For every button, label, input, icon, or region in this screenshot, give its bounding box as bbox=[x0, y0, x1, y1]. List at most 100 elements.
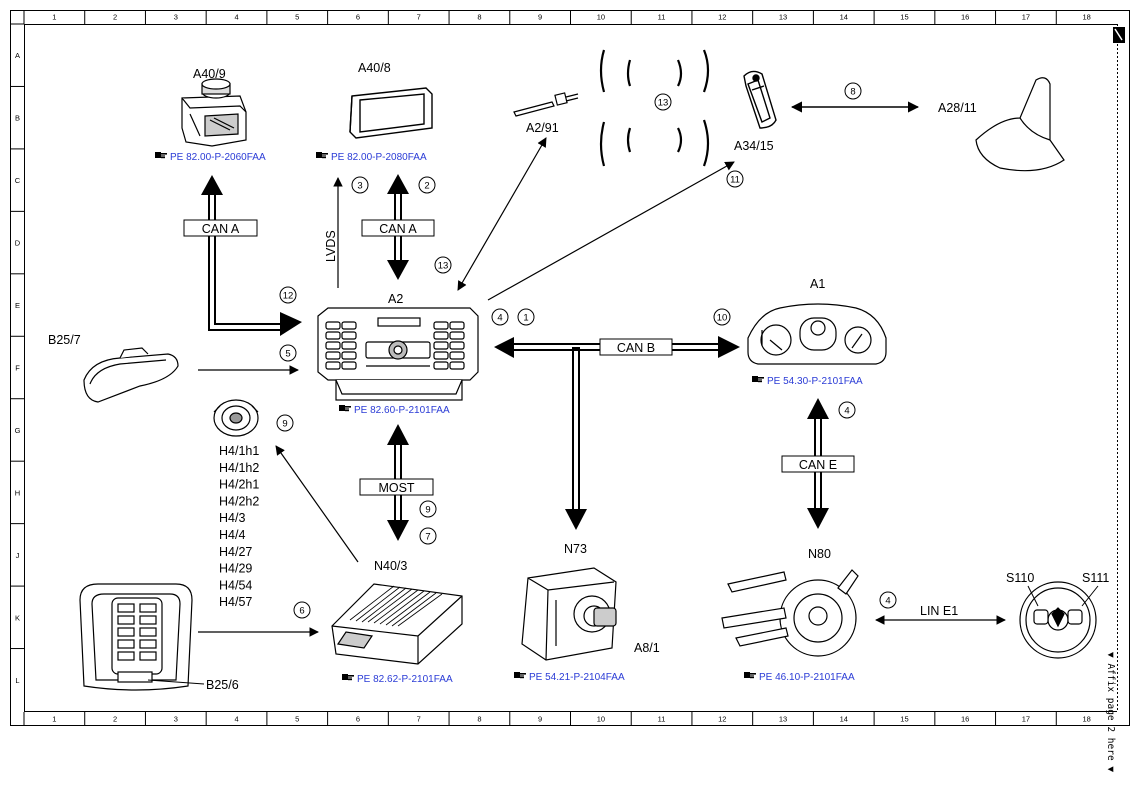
speaker-list-item: H4/57 bbox=[219, 595, 252, 609]
bus-label-can-e: CAN E bbox=[781, 455, 855, 473]
component-n40-3: N40/3 bbox=[374, 559, 407, 573]
speaker-list-item: H4/1h2 bbox=[219, 461, 259, 475]
column-number: 2 bbox=[113, 715, 117, 724]
column-number: 12 bbox=[718, 715, 726, 724]
circle-11: 11 bbox=[726, 170, 744, 188]
circle-12: 12 bbox=[279, 286, 297, 304]
column-number: 17 bbox=[1022, 715, 1030, 724]
pointing-hand-icon bbox=[155, 152, 167, 159]
svg-text:PE 82.60-P-2101FAA: PE 82.60-P-2101FAA bbox=[354, 405, 450, 416]
bus-label-can-b: CAN B bbox=[599, 338, 673, 356]
speaker-list-item: H4/54 bbox=[219, 578, 252, 592]
bus-label-most: MOST bbox=[359, 478, 434, 496]
circle-5: 5 bbox=[279, 344, 297, 362]
svg-text:4: 4 bbox=[885, 596, 890, 607]
reference-n80[interactable]: PE 46.10-P-2101FAA bbox=[744, 672, 855, 683]
speaker-list: H4/1h1H4/1h2H4/2h1H4/2h2H4/3H4/4H4/27H4/… bbox=[219, 444, 259, 609]
n80-steering-column-drawing bbox=[721, 569, 859, 657]
row-letter: E bbox=[15, 301, 20, 310]
circle-4: 4 bbox=[879, 591, 897, 609]
reference-a40-9[interactable]: PE 82.00-P-2060FAA bbox=[155, 152, 266, 163]
svg-text:11: 11 bbox=[730, 175, 740, 186]
component-a28-11: A28/11 bbox=[938, 101, 977, 115]
circle-7: 7 bbox=[419, 527, 437, 545]
svg-text:9: 9 bbox=[282, 419, 287, 430]
a40-9-controller-drawing bbox=[181, 78, 247, 147]
bus-label-lin-e1: LIN E1 bbox=[920, 604, 958, 618]
a34-15-module-drawing bbox=[743, 70, 777, 129]
circle-2: 2 bbox=[418, 176, 436, 194]
steering-wheel-drawing bbox=[1019, 581, 1097, 659]
circle-8: 8 bbox=[844, 82, 862, 100]
component-a8-1: A8/1 bbox=[634, 641, 660, 655]
reference-a40-8[interactable]: PE 82.00-P-2080FAA bbox=[316, 152, 427, 163]
svg-text:PE 54.21-P-2104FAA: PE 54.21-P-2104FAA bbox=[529, 672, 625, 683]
n73-ignition-switch-drawing bbox=[521, 567, 617, 661]
component-b25-7: B25/7 bbox=[48, 333, 81, 347]
column-number: 9 bbox=[538, 13, 542, 22]
b25-7-mirror-drawing bbox=[83, 347, 179, 403]
column-number: 17 bbox=[1022, 13, 1030, 22]
column-number: 7 bbox=[417, 13, 421, 22]
row-letter: L bbox=[15, 676, 19, 685]
svg-text:2: 2 bbox=[424, 181, 429, 192]
column-number: 11 bbox=[658, 715, 666, 724]
reference-n73[interactable]: PE 54.21-P-2104FAA bbox=[514, 672, 625, 683]
speaker-list-item: H4/27 bbox=[219, 545, 252, 559]
svg-text:5: 5 bbox=[285, 349, 290, 360]
svg-text:PE 82.00-P-2080FAA: PE 82.00-P-2080FAA bbox=[331, 152, 427, 163]
circle-1: 1 bbox=[517, 308, 535, 326]
circle-10: 10 bbox=[713, 308, 731, 326]
column-number: 12 bbox=[718, 13, 726, 22]
svg-text:PE 82.62-P-2101FAA: PE 82.62-P-2101FAA bbox=[357, 674, 453, 685]
component-a2-91: A2/91 bbox=[526, 121, 559, 135]
pointing-hand-icon bbox=[744, 672, 756, 679]
speaker-list-item: H4/2h1 bbox=[219, 478, 259, 492]
svg-text:CAN A: CAN A bbox=[379, 222, 417, 236]
a40-8-display-drawing bbox=[349, 87, 433, 139]
column-number: 2 bbox=[113, 13, 117, 22]
column-number: 15 bbox=[900, 715, 908, 724]
column-number: 4 bbox=[234, 13, 238, 22]
svg-text:PE 82.00-P-2060FAA: PE 82.00-P-2060FAA bbox=[170, 152, 266, 163]
circle-9: 9 bbox=[419, 500, 437, 518]
column-number: 18 bbox=[1082, 715, 1090, 724]
component-s111: S111 bbox=[1082, 571, 1109, 585]
reference-a2[interactable]: PE 82.60-P-2101FAA bbox=[339, 405, 450, 416]
svg-text:PE 46.10-P-2101FAA: PE 46.10-P-2101FAA bbox=[759, 672, 855, 683]
column-number: 1 bbox=[52, 13, 56, 22]
speaker-list-item: H4/3 bbox=[219, 511, 245, 525]
affix-page-note: ▼ Affix page 2 here ▼ bbox=[1105, 652, 1116, 772]
row-letter: F bbox=[15, 364, 20, 373]
b25-6-sensor-drawing bbox=[79, 583, 193, 691]
column-number: 8 bbox=[477, 715, 481, 724]
column-number: 8 bbox=[477, 13, 481, 22]
a2-91-antenna-drawing bbox=[513, 92, 579, 117]
column-number: 1 bbox=[52, 715, 56, 724]
svg-text:12: 12 bbox=[283, 291, 294, 302]
column-number: 16 bbox=[961, 13, 969, 22]
speaker-list-item: H4/1h1 bbox=[219, 444, 259, 458]
pointing-hand-icon bbox=[339, 405, 351, 412]
column-number: 14 bbox=[840, 715, 848, 724]
component-n73: N73 bbox=[564, 542, 587, 556]
column-number: 3 bbox=[174, 13, 178, 22]
row-letter: B bbox=[15, 114, 20, 123]
reference-a1[interactable]: PE 54.30-P-2101FAA bbox=[752, 376, 863, 387]
circle-3: 3 bbox=[351, 176, 369, 194]
column-number: 13 bbox=[779, 715, 787, 724]
svg-text:4: 4 bbox=[497, 313, 502, 324]
column-number: 13 bbox=[779, 13, 787, 22]
column-number: 18 bbox=[1082, 13, 1090, 22]
bus-label-can-a-left: CAN A bbox=[183, 219, 258, 237]
reference-n40-3[interactable]: PE 82.62-P-2101FAA bbox=[342, 674, 453, 685]
row-letter: G bbox=[15, 426, 21, 435]
diagram-frame bbox=[10, 10, 1130, 726]
column-number: 5 bbox=[295, 13, 299, 22]
column-number: 10 bbox=[597, 715, 605, 724]
svg-text:4: 4 bbox=[844, 406, 849, 417]
svg-text:MOST: MOST bbox=[378, 481, 414, 495]
column-number: 4 bbox=[234, 715, 238, 724]
